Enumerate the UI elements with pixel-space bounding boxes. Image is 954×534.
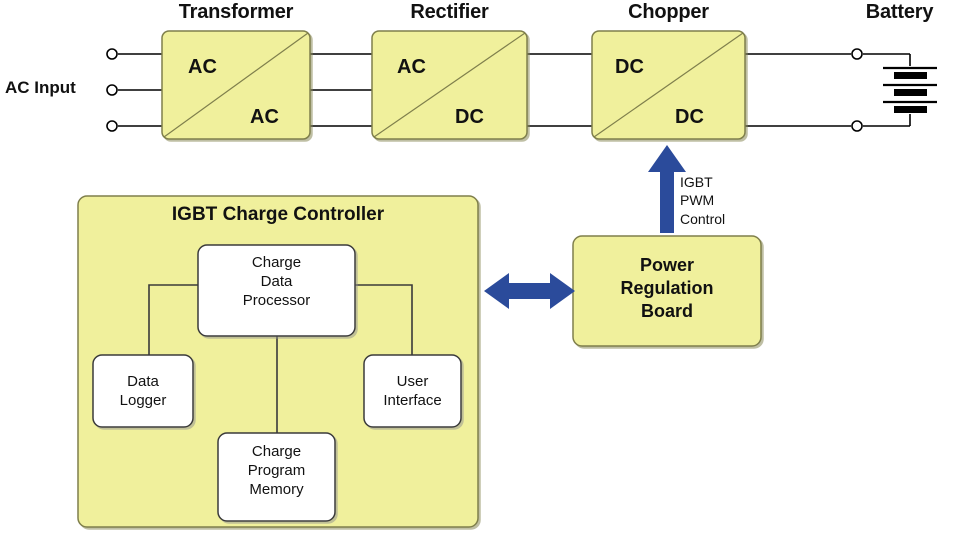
transformer-rectifier-wires <box>310 53 372 127</box>
power-regulation-board-label: Power Regulation Board <box>620 255 714 322</box>
ac-input-terminal-1 <box>106 48 118 60</box>
chopper-input-type: DC <box>615 56 644 78</box>
charge-data-processor-label: Charge Data Processor <box>242 254 311 309</box>
user-interface-label: User Interface <box>383 373 442 409</box>
block-charge-program-memory[interactable] <box>217 432 336 522</box>
header-transformer: Transformer <box>178 1 294 23</box>
rectifier-output-type: DC <box>455 106 484 128</box>
arrow-igbt-pwm-control <box>648 145 686 233</box>
battery-symbol <box>883 66 937 113</box>
ac-input-terminal-3 <box>106 120 118 132</box>
data-logger-label: Data Logger <box>119 373 167 409</box>
igbt-pwm-control-label: IGBT PWM Control <box>680 174 726 227</box>
arrow-controller-to-power-regulation-board <box>484 273 575 309</box>
battery-terminal-positive <box>851 48 863 60</box>
charge-program-memory-label: Charge Program Memory <box>247 443 306 498</box>
block-data-logger[interactable] <box>92 354 194 428</box>
ac-input-terminal-2 <box>106 84 118 96</box>
block-chopper[interactable] <box>591 30 746 140</box>
header-chopper: Chopper <box>628 1 709 23</box>
block-igbt-charge-controller[interactable] <box>77 195 479 528</box>
chopper-output-type: DC <box>675 106 704 128</box>
block-charge-data-processor[interactable] <box>197 244 356 337</box>
controller-internal-wiring <box>148 284 413 433</box>
block-transformer[interactable] <box>161 30 311 140</box>
block-user-interface[interactable] <box>363 354 462 428</box>
header-battery: Battery <box>865 1 934 23</box>
header-rectifier: Rectifier <box>410 1 489 23</box>
rectifier-input-type: AC <box>397 56 426 78</box>
block-rectifier[interactable] <box>371 30 528 140</box>
chopper-battery-wires <box>745 48 911 132</box>
igbt-charge-controller-title: IGBT Charge Controller <box>171 204 385 225</box>
ac-input-label: AC Input <box>5 78 76 97</box>
transformer-input-type: AC <box>188 56 217 78</box>
ac-input-wiring <box>106 48 162 132</box>
battery-terminal-negative <box>851 120 863 132</box>
transformer-output-type: AC <box>250 106 279 128</box>
rectifier-chopper-wires <box>527 53 592 127</box>
